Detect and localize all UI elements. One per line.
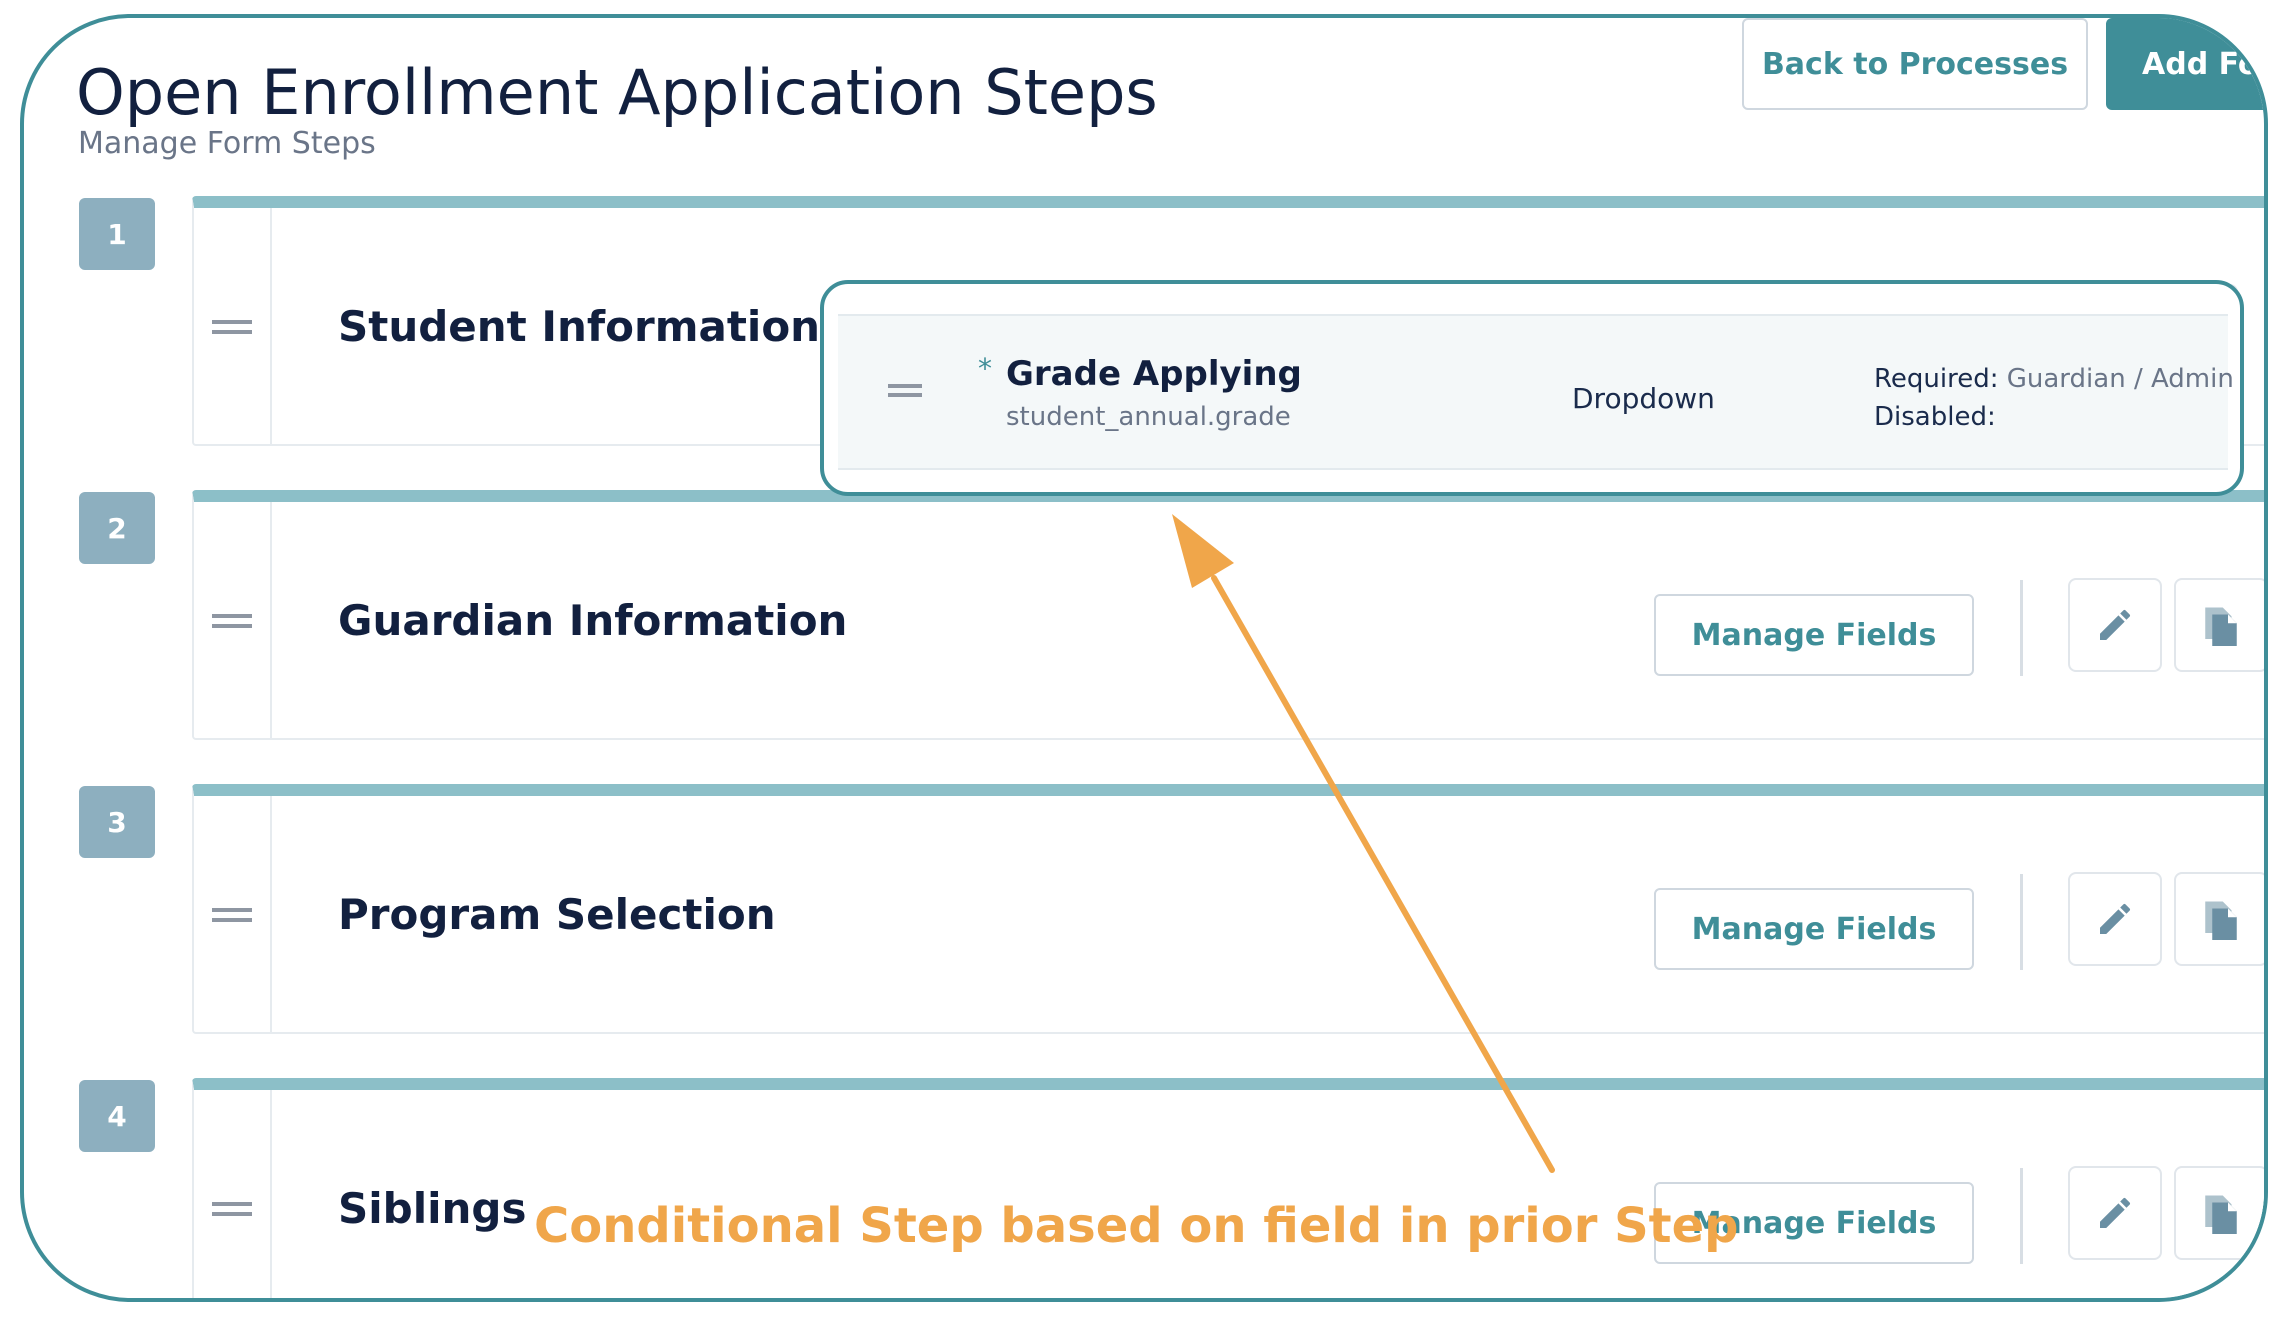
step-title: Siblings	[338, 1184, 527, 1233]
edit-step-button[interactable]	[2068, 1166, 2162, 1260]
drag-handle-column	[194, 1090, 272, 1298]
annotation-text: Conditional Step based on field in prior…	[534, 1198, 1739, 1254]
step-title: Guardian Information	[338, 596, 848, 645]
back-to-processes-button[interactable]: Back to Processes	[1742, 18, 2088, 110]
page-title: Open Enrollment Application Steps	[76, 56, 1158, 129]
add-form-step-button[interactable]: Add Form Step	[2106, 18, 2264, 110]
field-row-grade-applying[interactable]: * Grade Applying student_annual.grade Dr…	[838, 314, 2234, 470]
edit-step-button[interactable]	[2068, 872, 2162, 966]
page-subtitle: Manage Form Steps	[78, 126, 376, 161]
drag-handle-icon[interactable]	[212, 908, 252, 922]
step-number-badge: 2	[79, 492, 155, 564]
step-title: Student Information	[338, 302, 821, 351]
field-key: student_annual.grade	[1006, 402, 1291, 432]
step-card-guardian-information[interactable]: Guardian Information Manage Fields	[192, 490, 2264, 740]
step-card-siblings[interactable]: Siblings Manage Fields	[192, 1078, 2264, 1298]
step-number-badge: 3	[79, 786, 155, 858]
required-value: Guardian / Admin	[2006, 364, 2234, 394]
duplicate-step-button[interactable]	[2174, 872, 2264, 966]
step-card-program-selection[interactable]: Program Selection Manage Fields	[192, 784, 2264, 1034]
add-form-step-label: Add Form Step	[2142, 46, 2264, 82]
step-number-badge: 1	[79, 198, 155, 270]
drag-handle-column	[194, 502, 272, 738]
app-frame: Open Enrollment Application Steps Manage…	[20, 14, 2268, 1302]
divider	[2020, 580, 2023, 676]
drag-handle-icon[interactable]	[212, 614, 252, 628]
copy-icon	[2205, 1195, 2237, 1234]
drag-handle-icon[interactable]	[212, 320, 252, 334]
drag-handle-column	[194, 796, 272, 1032]
divider	[2020, 874, 2023, 970]
drag-handle-icon[interactable]	[888, 384, 922, 397]
manage-fields-button[interactable]: Manage Fields	[1654, 594, 1974, 676]
pencil-icon	[2100, 903, 2131, 934]
field-type: Dropdown	[1572, 382, 1715, 415]
highlighted-field-callout: * Grade Applying student_annual.grade Dr…	[820, 280, 2244, 496]
field-permissions: Required: Guardian / Admin Disabled:	[1874, 360, 2234, 436]
duplicate-step-button[interactable]	[2174, 1166, 2264, 1260]
manage-fields-button[interactable]: Manage Fields	[1654, 888, 1974, 970]
duplicate-step-button[interactable]	[2174, 578, 2264, 672]
disabled-label: Disabled:	[1874, 402, 1996, 432]
manage-fields-button[interactable]: Manage Fields	[1654, 1182, 1974, 1264]
edit-step-button[interactable]	[2068, 578, 2162, 672]
step-number-badge: 4	[79, 1080, 155, 1152]
pencil-icon	[2100, 609, 2131, 640]
field-name: Grade Applying	[1006, 354, 1302, 394]
copy-icon	[2205, 901, 2237, 940]
copy-icon	[2205, 607, 2237, 646]
step-title: Program Selection	[338, 890, 776, 939]
required-label: Required:	[1874, 364, 1999, 394]
drag-handle-column	[194, 208, 272, 444]
required-marker: *	[978, 352, 992, 385]
divider	[2020, 1168, 2023, 1264]
drag-handle-icon[interactable]	[212, 1202, 252, 1216]
pencil-icon	[2100, 1197, 2131, 1228]
